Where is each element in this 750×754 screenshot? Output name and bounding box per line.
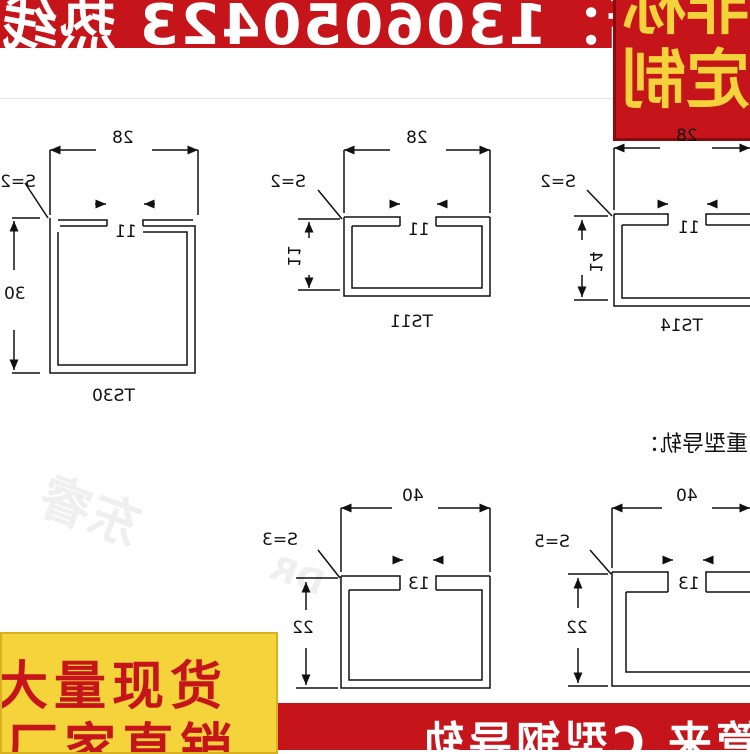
ts14-height-label: 14 [584,251,605,273]
promo-line2: 厂家直销 [6,719,239,754]
s3-slot-label: 13 [408,574,430,594]
profile-ts14 [574,143,750,307]
s5-width-label: 40 [676,486,698,506]
ts30-thickness-label: S=2 [0,172,36,192]
top-banner: 电话：1306050423 热线 [0,0,615,48]
ts14-name: TS14 [660,316,703,336]
ts14-thickness-label: S=2 [540,172,576,192]
ts30-slot-label: 11 [115,222,137,242]
s5-slot-label: 13 [678,574,700,594]
ts11-slot-label: 11 [408,220,430,240]
custom-badge: 非标定制 [613,0,750,141]
ts14-width-label: 28 [676,126,698,146]
bottom-banner: 管来 C型钢导轨 [278,703,750,750]
promo-line1: 大量现货 [0,657,229,717]
s3-width-label: 40 [402,486,424,506]
ts11-name: TS11 [390,312,433,332]
profile-ts11 [298,145,491,297]
bottom-banner-text: 管来 C型钢导轨 [416,718,750,750]
s3-height-label: 22 [292,618,314,638]
profile-40-s3 [296,503,491,689]
ts30-name: TS30 [92,386,135,406]
ts14-slot-label: 11 [678,218,700,238]
ts30-height-label: 30 [4,284,26,304]
ts30-width-label: 28 [112,128,134,148]
s5-thickness-label: S=5 [534,532,570,552]
divider [0,98,615,99]
profile-40-s5 [568,503,750,687]
ts11-height-label: 11 [282,245,303,267]
s5-height-label: 22 [566,618,588,638]
ts11-width-label: 28 [406,128,428,148]
s3-thickness-label: S=3 [262,530,298,550]
ts11-thickness-label: S=2 [270,172,306,192]
profile-ts30 [9,145,199,374]
heavy-rail-title: 重型导轨： [638,432,749,457]
promo-box: 大量现货 厂家直销 [0,632,278,754]
